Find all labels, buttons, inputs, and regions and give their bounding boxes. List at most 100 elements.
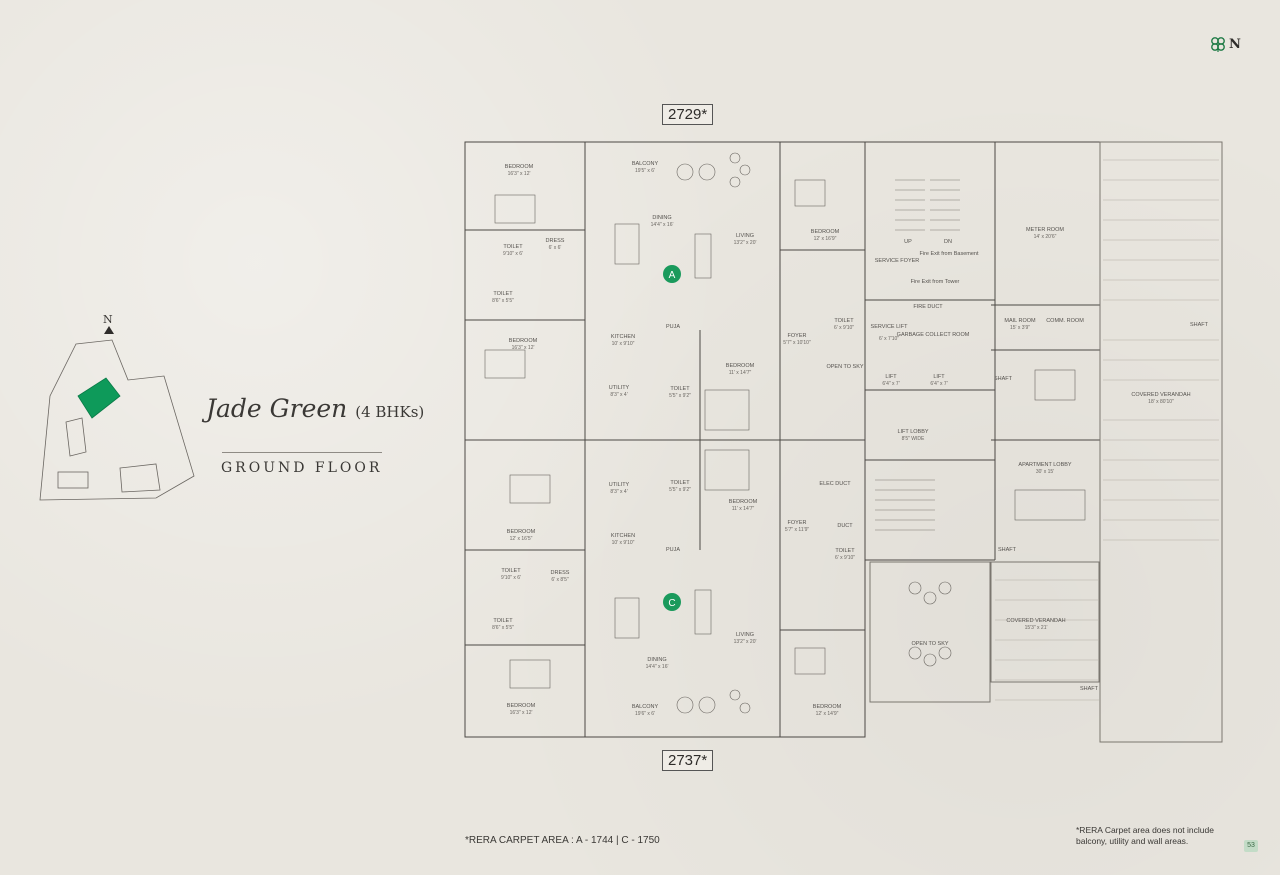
svg-text:19'5" x 6': 19'5" x 6' xyxy=(635,168,655,174)
svg-text:8'3" x 4': 8'3" x 4' xyxy=(610,489,627,495)
room-open-sky-bottom: OPEN TO SKY xyxy=(911,641,948,647)
svg-text:FOYER: FOYER xyxy=(788,333,807,339)
svg-text:BEDROOM: BEDROOM xyxy=(507,529,536,535)
page-number: 53 xyxy=(1244,840,1258,852)
svg-text:COVERED VERANDAH: COVERED VERANDAH xyxy=(1006,618,1065,624)
svg-text:15' x 3'9": 15' x 3'9" xyxy=(1010,325,1030,331)
svg-text:6' x 9'10": 6' x 9'10" xyxy=(835,555,855,561)
svg-text:13'2" x 20': 13'2" x 20' xyxy=(734,240,757,246)
svg-text:9'10" x 6': 9'10" x 6' xyxy=(501,575,521,581)
svg-text:5'5" x 9'2": 5'5" x 9'2" xyxy=(669,393,691,399)
tower-outline-3 xyxy=(119,463,161,493)
svg-text:18' x 80'10": 18' x 80'10" xyxy=(1148,399,1174,405)
svg-text:8'5" WIDE: 8'5" WIDE xyxy=(902,436,925,442)
svg-text:6'4" x 7': 6'4" x 7' xyxy=(930,381,947,387)
svg-text:BEDROOM: BEDROOM xyxy=(729,499,758,505)
svg-text:KITCHEN: KITCHEN xyxy=(611,334,635,340)
svg-text:8'6" x 5'5": 8'6" x 5'5" xyxy=(492,298,514,304)
svg-text:BALCONY: BALCONY xyxy=(632,704,659,710)
svg-text:LIFT: LIFT xyxy=(933,374,945,380)
svg-text:OPEN TO SKY: OPEN TO SKY xyxy=(911,641,948,647)
svg-text:5'7" x 10'10": 5'7" x 10'10" xyxy=(783,340,811,346)
svg-text:TOILET: TOILET xyxy=(493,291,513,297)
project-title: Jade Green (4 BHKs) xyxy=(206,394,424,423)
svg-text:6'4" x 7': 6'4" x 7' xyxy=(882,381,899,387)
svg-text:BEDROOM: BEDROOM xyxy=(505,164,534,170)
svg-text:16'3" x 12': 16'3" x 12' xyxy=(508,171,531,177)
furniture-sketches xyxy=(484,152,1086,714)
unit-marker-c-label: C xyxy=(668,598,675,609)
room-open-sky-top: OPEN TO SKY xyxy=(826,364,863,370)
svg-text:UP: UP xyxy=(904,239,912,245)
svg-text:DINING: DINING xyxy=(647,657,666,663)
svg-text:COMM. ROOM: COMM. ROOM xyxy=(1046,318,1084,324)
room-puja-top: PUJA xyxy=(666,324,680,330)
plot-number-top: 2729* xyxy=(662,104,714,125)
svg-text:BEDROOM: BEDROOM xyxy=(811,229,840,235)
svg-text:16'3" x 12': 16'3" x 12' xyxy=(510,710,533,716)
svg-text:APARTMENT LOBBY: APARTMENT LOBBY xyxy=(1018,462,1072,468)
svg-text:12' x 16'5": 12' x 16'5" xyxy=(510,536,533,542)
svg-text:BEDROOM: BEDROOM xyxy=(813,704,842,710)
room-shaft-1: SHAFT xyxy=(1190,322,1209,328)
svg-text:OPEN TO SKY: OPEN TO SKY xyxy=(826,364,863,370)
svg-text:UTILITY: UTILITY xyxy=(609,385,630,391)
brand-logo: N xyxy=(1210,36,1241,52)
svg-text:SHAFT: SHAFT xyxy=(994,376,1013,382)
keyplan-north-label: N xyxy=(103,313,113,326)
north-letter: N xyxy=(1229,36,1241,52)
svg-text:DN: DN xyxy=(944,239,952,245)
svg-text:13'2" x 20': 13'2" x 20' xyxy=(734,639,757,645)
rera-note: *RERA Carpet area does not include balco… xyxy=(1076,825,1214,846)
tower-outline-2 xyxy=(57,471,89,489)
svg-text:Fire Exit from Basement: Fire Exit from Basement xyxy=(920,251,979,257)
room-garbage: GARBAGE COLLECT ROOM xyxy=(897,332,970,338)
svg-text:DUCT: DUCT xyxy=(837,523,853,529)
room-fire-exit-tower: Fire Exit from Tower xyxy=(911,279,960,285)
svg-text:12' x 16'9": 12' x 16'9" xyxy=(814,236,837,242)
title-divider xyxy=(222,452,382,453)
svg-text:10' x 9'10": 10' x 9'10" xyxy=(612,540,635,546)
svg-text:TOILET: TOILET xyxy=(493,618,513,624)
svg-text:BEDROOM: BEDROOM xyxy=(509,338,538,344)
svg-text:Fire Exit from Tower: Fire Exit from Tower xyxy=(911,279,960,285)
svg-text:6' x 7'10": 6' x 7'10" xyxy=(879,336,899,342)
svg-text:6' x 9'10": 6' x 9'10" xyxy=(834,325,854,331)
svg-text:BEDROOM: BEDROOM xyxy=(726,363,755,369)
project-name: Jade Green xyxy=(206,394,348,423)
site-boundary xyxy=(39,339,195,501)
svg-text:BEDROOM: BEDROOM xyxy=(507,703,536,709)
svg-text:PUJA: PUJA xyxy=(666,324,680,330)
svg-text:LIFT: LIFT xyxy=(885,374,897,380)
clover-logo-icon xyxy=(1211,37,1225,52)
svg-text:30' x 15': 30' x 15' xyxy=(1036,469,1054,475)
svg-text:14'4" x 16': 14'4" x 16' xyxy=(651,222,674,228)
